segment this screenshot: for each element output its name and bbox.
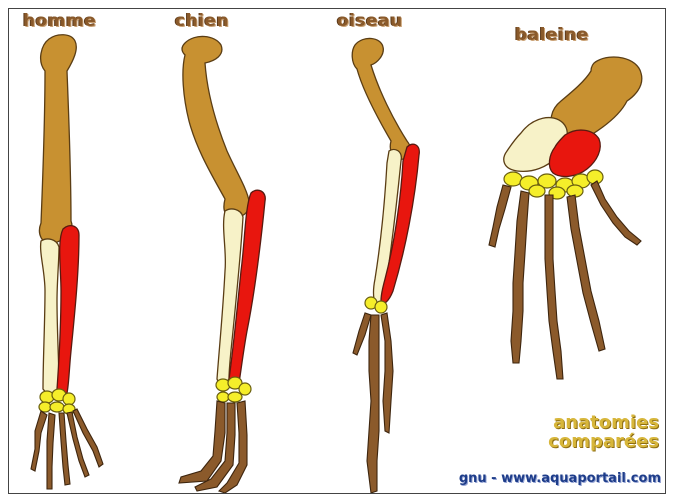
diagram-title: anatomies comparées [548,413,659,451]
diagram-frame: homme chien oiseau baleine anatomies com… [8,8,666,494]
human-humerus [40,35,77,243]
human-hand [31,409,103,489]
credit-text: gnu - www.aquaportail.com [459,471,661,486]
bird-digits [353,313,393,493]
bird-wing [352,38,419,493]
human-radius [57,226,79,395]
title-line-2: comparées [548,432,659,451]
human-ulna [41,239,59,394]
dog-paw [179,401,247,493]
label-baleine: baleine [515,25,589,45]
dog-humerus [182,36,249,217]
label-oiseau: oiseau [337,11,403,31]
whale-digits [489,181,641,379]
bird-humerus [352,38,410,159]
whale-flipper [489,57,642,379]
human-carpals [39,389,75,414]
label-homme: homme [23,11,96,31]
label-chien: chien [175,11,229,31]
human-arm [31,35,103,489]
dog-leg [179,36,265,493]
title-line-1: anatomies [548,413,659,432]
dog-carpals [216,377,251,402]
